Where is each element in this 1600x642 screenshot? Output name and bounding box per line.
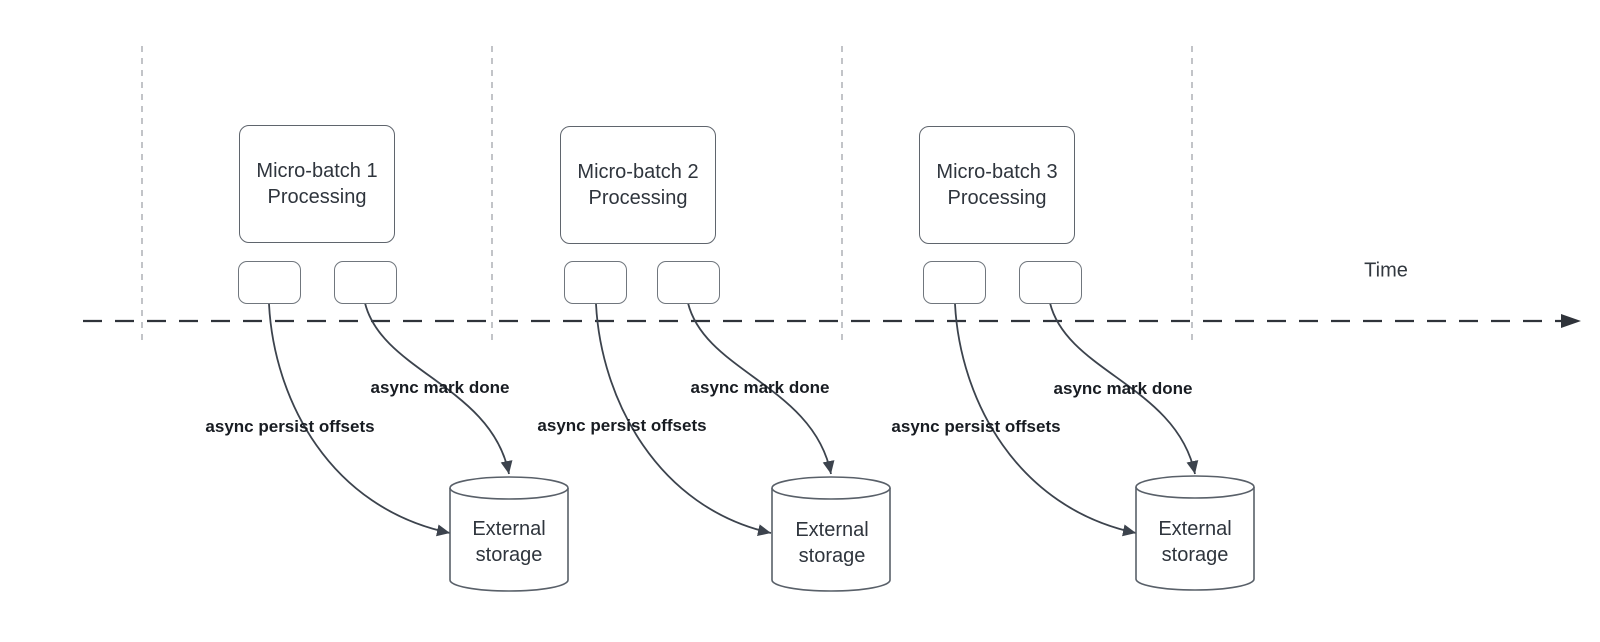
batch-3-persist-offsets-arrow — [954, 303, 1137, 537]
batch-1-storage-label: External storage — [472, 518, 546, 566]
batch-2-mark-done-task-box — [657, 261, 720, 304]
storage-cylinder-2 — [771, 476, 891, 592]
batch-3-mark-done-label: async mark done — [1053, 379, 1193, 398]
batch-1-persist-task-box — [238, 261, 301, 304]
batch-3-mark-done-arrow — [1049, 302, 1199, 475]
batch-2-arrows — [595, 302, 835, 537]
batch-3-arrows — [954, 302, 1199, 537]
cylinder-top — [449, 476, 569, 500]
batch-3-persist-offsets-label: async persist offsets — [891, 417, 1061, 436]
micro-batch-3-box: Micro-batch 3 Processing — [919, 126, 1075, 244]
micro-batch-1-box: Micro-batch 1 Processing — [239, 125, 395, 243]
batch-3-mark-done-task-box — [1019, 261, 1082, 304]
micro-batch-2-title: Micro-batch 2 Processing — [577, 161, 699, 209]
batch-3-persist-task-box — [923, 261, 986, 304]
batch-1-persist-offsets-label: async persist offsets — [205, 417, 375, 436]
cylinder-top — [771, 476, 891, 500]
batch-3-storage-label: External storage — [1158, 518, 1232, 566]
batch-2-persist-offsets-arrow — [595, 303, 772, 537]
batch-1-arrows — [268, 302, 513, 537]
batch-2-storage-label: External storage — [795, 519, 869, 567]
batch-1-mark-done-arrow — [364, 302, 513, 475]
micro-batch-1-title: Micro-batch 1 Processing — [256, 160, 378, 208]
batch-1-mark-done-label: async mark done — [370, 378, 510, 397]
cylinder-body — [1135, 487, 1255, 591]
batch-1-mark-done-task-box — [334, 261, 397, 304]
micro-batch-2-box: Micro-batch 2 Processing — [560, 126, 716, 244]
batch-boundary-guides — [141, 46, 1193, 342]
cylinder-body — [449, 488, 569, 592]
cylinder-body — [771, 488, 891, 592]
micro-batch-3-title: Micro-batch 3 Processing — [936, 161, 1058, 209]
batch-2-persist-offsets-label: async persist offsets — [537, 416, 707, 435]
batch-1-persist-offsets-arrow — [268, 303, 451, 537]
storage-cylinder-1 — [449, 476, 569, 592]
batch-2-mark-done-label: async mark done — [690, 378, 830, 397]
batch-2-mark-done-arrow — [687, 302, 835, 475]
time-axis-label: Time — [1364, 259, 1408, 282]
batch-2-persist-task-box — [564, 261, 627, 304]
cylinder-top — [1135, 475, 1255, 499]
storage-cylinder-3 — [1135, 475, 1255, 591]
